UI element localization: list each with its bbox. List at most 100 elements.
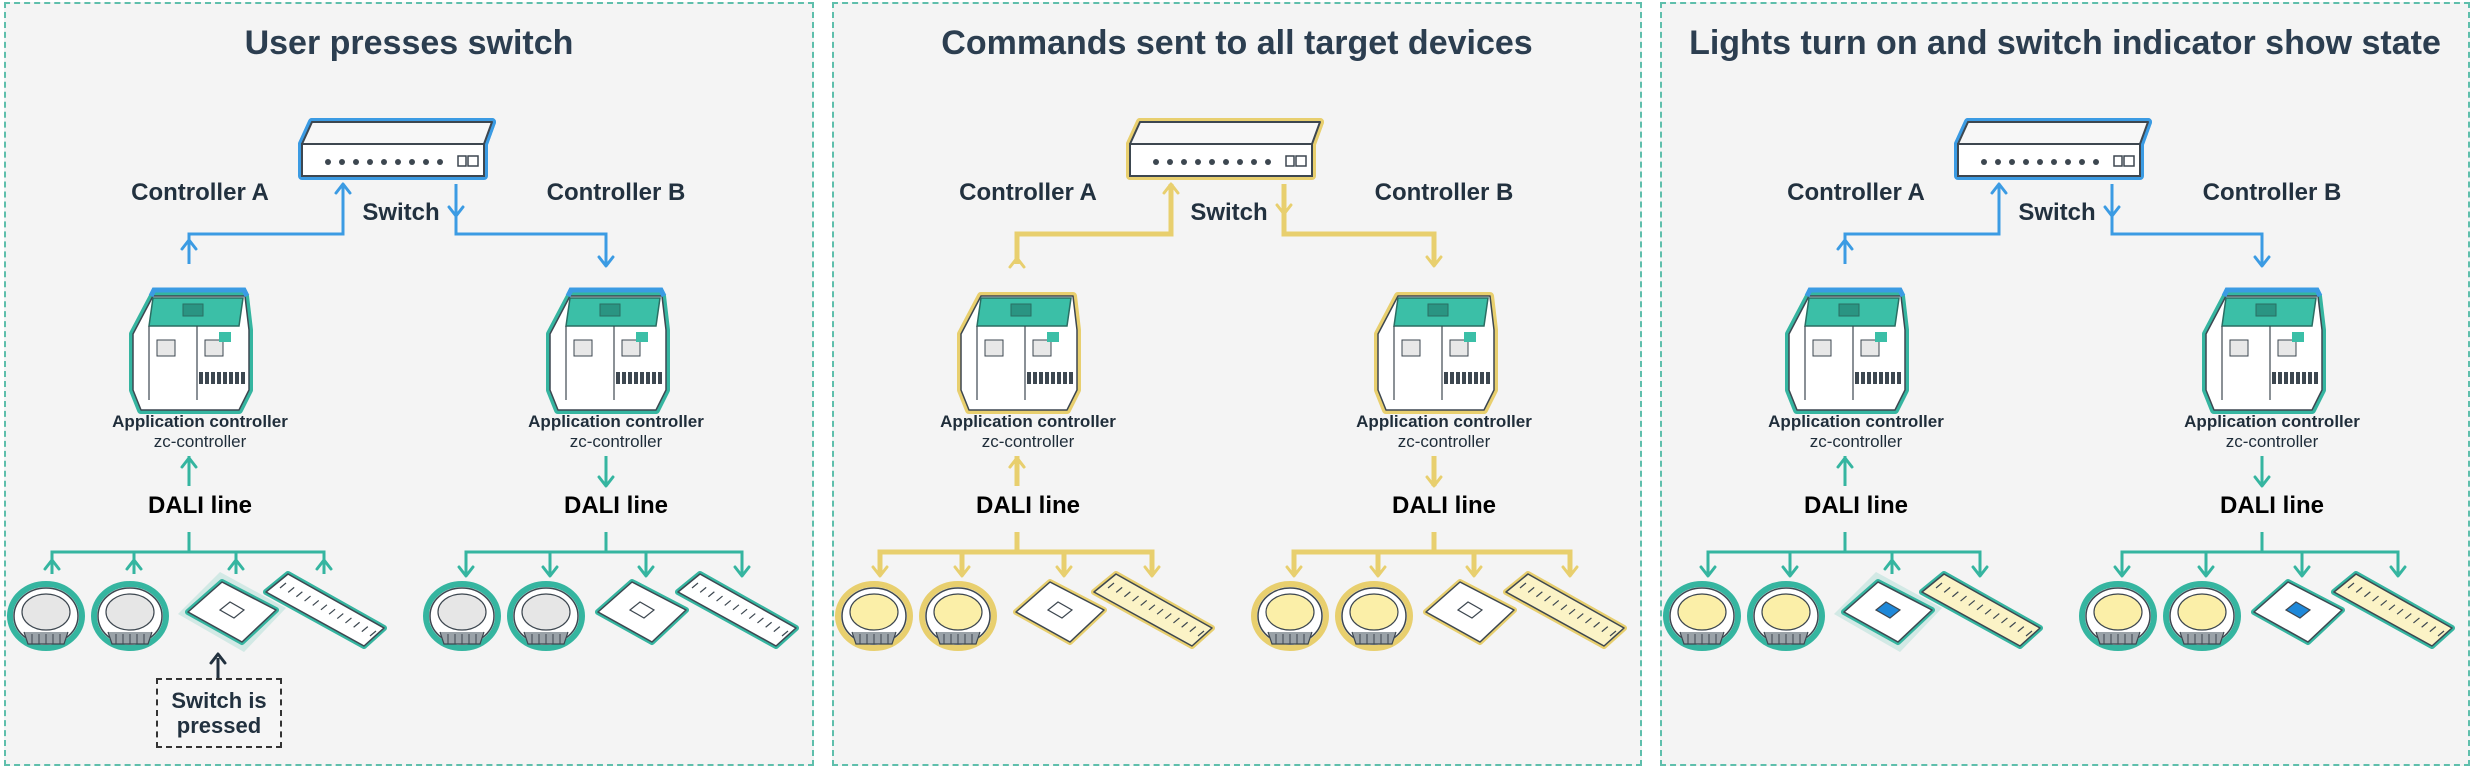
controller-a-label: Controller A bbox=[1787, 179, 1925, 206]
port-led bbox=[2079, 159, 2085, 165]
arrow-controller-a-up bbox=[1836, 238, 1854, 251]
port-led bbox=[2023, 159, 2029, 165]
link-switch-controller-a bbox=[187, 184, 345, 264]
diagram bbox=[7, 118, 799, 678]
application-controller-icon bbox=[1785, 292, 1909, 414]
arrow-into-switch bbox=[334, 182, 352, 195]
app-controller-a-label: Application controller bbox=[940, 412, 1116, 431]
switch-label: Switch bbox=[1190, 199, 1268, 226]
arrow-tap-b bbox=[637, 565, 655, 578]
app-controller-b-label: Application controller bbox=[2184, 412, 2360, 431]
arrow-tap-b bbox=[457, 565, 475, 578]
controller-b-blue-edge bbox=[2221, 287, 2323, 298]
controller-a-label: Controller A bbox=[959, 179, 1097, 206]
dali-bus-a bbox=[1706, 550, 1982, 570]
downlight-icon bbox=[2163, 581, 2241, 651]
link-switch-controller-b bbox=[1281, 184, 1437, 264]
arrow-out-of-switch bbox=[447, 205, 465, 218]
arrow-tap-b bbox=[2113, 565, 2131, 578]
network-switch-icon bbox=[1954, 118, 2152, 180]
led-strip-icon bbox=[2331, 571, 2455, 649]
app-controller-b-sub: zc-controller bbox=[1397, 432, 1491, 451]
switch-indicator bbox=[1046, 601, 1074, 619]
arrow-into-switch bbox=[1008, 256, 1026, 269]
panel-commands-sent: Commands sent to all target devices Cont… bbox=[832, 2, 1642, 766]
arrow-tap-a bbox=[1971, 565, 1989, 578]
arrow-tap-a bbox=[1055, 565, 1073, 578]
port-led bbox=[423, 159, 429, 165]
application-controller-icon bbox=[129, 292, 253, 414]
app-controller-a-sub: zc-controller bbox=[1809, 432, 1903, 451]
switch-indicator bbox=[1456, 601, 1484, 619]
panel-title: Lights turn on and switch indicator show… bbox=[1689, 24, 2441, 62]
led-strip-icon bbox=[263, 571, 387, 649]
port-led bbox=[1265, 159, 1271, 165]
port-led bbox=[325, 159, 331, 165]
arrow-tap-b bbox=[2197, 565, 2215, 578]
dali-bus-b bbox=[2120, 550, 2400, 570]
arrow-tap-b bbox=[1561, 565, 1579, 578]
panel-lights-on: Lights turn on and switch indicator show… bbox=[1660, 2, 2470, 766]
arrow-out-of-switch bbox=[1275, 203, 1293, 216]
app-controller-a-sub: zc-controller bbox=[153, 432, 247, 451]
arrow-into-switch bbox=[1990, 182, 2008, 195]
diagram-canvas bbox=[835, 118, 1627, 651]
downlight-icon bbox=[1747, 581, 1825, 651]
downlight-icon bbox=[2079, 581, 2157, 651]
port-led bbox=[2009, 159, 2015, 165]
port-led bbox=[1167, 159, 1173, 165]
wall-switch-icon bbox=[178, 572, 286, 652]
dali-bus-a bbox=[877, 549, 1155, 570]
downlight-icon bbox=[7, 581, 85, 651]
diagram-canvas bbox=[7, 118, 799, 678]
port-led bbox=[1995, 159, 2001, 165]
downlight-icon bbox=[919, 581, 997, 651]
diagram bbox=[1663, 118, 2455, 652]
downlight-icon bbox=[507, 581, 585, 651]
port-led bbox=[2065, 159, 2071, 165]
port-led bbox=[2051, 159, 2057, 165]
dali-line-b-label: DALI line bbox=[2219, 492, 2324, 519]
arrow-tap-b bbox=[2389, 565, 2407, 578]
arrow-controller-b-to-dali bbox=[2253, 475, 2271, 488]
port-led bbox=[381, 159, 387, 165]
port-led bbox=[1181, 159, 1187, 165]
downlight-icon bbox=[835, 581, 913, 651]
application-controller-icon bbox=[2202, 292, 2326, 414]
arrow-tap-b bbox=[2293, 565, 2311, 578]
switch-indicator bbox=[2284, 601, 2312, 619]
arrow-tap-a bbox=[227, 558, 245, 571]
app-controller-b-label: Application controller bbox=[1356, 412, 1532, 431]
switch-indicator bbox=[218, 601, 246, 619]
arrow-controller-b-to-dali bbox=[1425, 475, 1443, 488]
dali-line-b-label: DALI line bbox=[1391, 492, 1496, 519]
application-controller-icon bbox=[957, 292, 1081, 414]
downlight-icon bbox=[1251, 581, 1329, 651]
port-led bbox=[1195, 159, 1201, 165]
arrow-dali-up-a bbox=[1008, 456, 1026, 469]
application-controller-icon bbox=[546, 292, 670, 414]
arrow-tap-b bbox=[1285, 565, 1303, 578]
port-led bbox=[1223, 159, 1229, 165]
switch-pressed-note: Switch is pressed bbox=[156, 678, 282, 748]
port-led bbox=[1237, 159, 1243, 165]
arrow-controller-a-up bbox=[180, 238, 198, 251]
wall-switch-icon bbox=[1834, 572, 1942, 652]
arrow-tap-b bbox=[1465, 565, 1483, 578]
link-switch-controller-a bbox=[1014, 184, 1174, 264]
arrow-into-controller-b bbox=[2253, 255, 2271, 268]
led-strip-icon bbox=[1091, 571, 1215, 649]
led-strip-icon bbox=[675, 571, 799, 649]
controller-b-label: Controller B bbox=[1374, 179, 1514, 206]
dali-line-a-label: DALI line bbox=[1803, 492, 1908, 519]
app-controller-a-sub: zc-controller bbox=[981, 432, 1075, 451]
app-controller-a-label: Application controller bbox=[112, 412, 288, 431]
dali-line-a-label: DALI line bbox=[147, 492, 252, 519]
switch-indicator bbox=[628, 601, 656, 619]
link-switch-controller-a bbox=[1843, 184, 2001, 264]
dali-line-a-label: DALI line bbox=[975, 492, 1080, 519]
arrow-tap-a bbox=[1143, 565, 1161, 578]
dali-bus-b bbox=[464, 550, 744, 570]
network-switch-icon bbox=[1126, 118, 1324, 180]
arrow-tap-a bbox=[953, 565, 971, 578]
